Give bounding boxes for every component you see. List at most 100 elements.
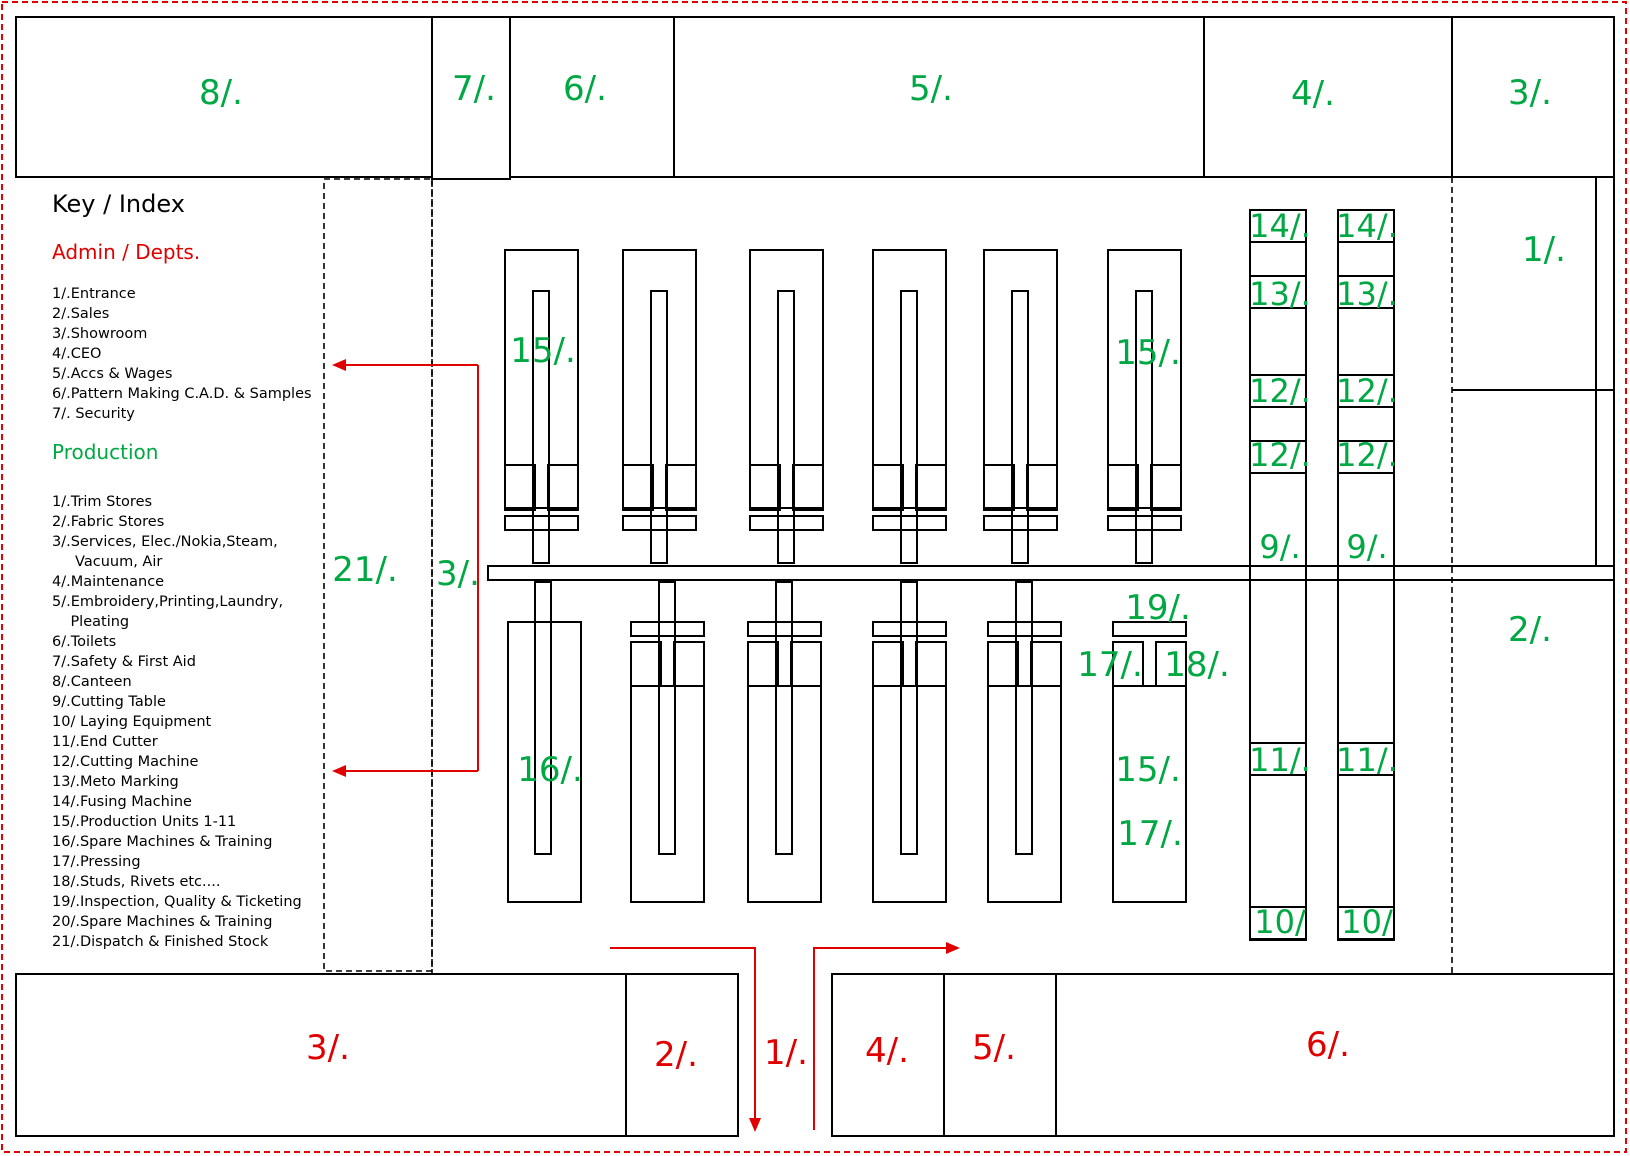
production-legend-item: 3/.Services, Elec./Nokia,Steam, Vacuum, … bbox=[52, 534, 278, 570]
right-room-label: 2/. bbox=[1508, 610, 1552, 650]
production-legend-item: 1/.Trim Stores bbox=[52, 494, 153, 510]
cutting-line-label: 12/. bbox=[1249, 372, 1311, 410]
arrow-head-right bbox=[946, 942, 960, 954]
top-room-label: 4/. bbox=[1291, 74, 1335, 114]
lower-production-unit bbox=[987, 581, 1062, 903]
admin-legend-item: 2/.Sales bbox=[52, 306, 110, 322]
production-legend-item: 11/.End Cutter bbox=[52, 734, 158, 750]
cutting-line-label: 11/. bbox=[1336, 741, 1398, 779]
cutting-station-box bbox=[1337, 742, 1395, 776]
cutting-line-label: 10/ bbox=[1341, 903, 1393, 941]
unit-label: 15/. bbox=[510, 331, 576, 371]
zone-label: 21/. bbox=[332, 550, 398, 590]
upper-production-unit bbox=[1107, 249, 1182, 564]
production-heading: Production bbox=[52, 440, 159, 464]
top-room-label: 7/. bbox=[452, 69, 496, 109]
bottom-room-label: 4/. bbox=[865, 1031, 909, 1071]
cutting-line-label: 10/ bbox=[1254, 903, 1306, 941]
top-room-label: 3/. bbox=[1508, 73, 1552, 113]
upper-production-unit bbox=[622, 249, 697, 564]
admin-legend-item: 4/.CEO bbox=[52, 346, 102, 362]
bottom-room-label: 6/. bbox=[1306, 1025, 1350, 1065]
unit-label: 17/. bbox=[1077, 645, 1143, 685]
bottom-room-label: 3/. bbox=[306, 1028, 350, 1068]
arrow-head-left-top bbox=[332, 359, 346, 371]
bottom-room-label: 5/. bbox=[972, 1028, 1016, 1068]
lower-unit-inspection bbox=[1112, 621, 1187, 903]
cutting-station-box bbox=[1249, 742, 1307, 776]
cutting-line-label: 14/. bbox=[1249, 207, 1311, 245]
production-legend-item: 19/.Inspection, Quality & Ticketing bbox=[52, 894, 302, 910]
admin-legend-item: 6/.Pattern Making C.A.D. & Samples bbox=[52, 386, 312, 402]
production-legend-item: 9/.Cutting Table bbox=[52, 694, 166, 710]
top-room-label: 5/. bbox=[909, 69, 953, 109]
legend-title: Key / Index bbox=[52, 190, 185, 218]
cutting-line-label: 9/. bbox=[1259, 528, 1300, 566]
bottom-room-label: 2/. bbox=[654, 1035, 698, 1075]
bottom-room-label: 1/. bbox=[764, 1033, 808, 1073]
unit-label: 16/. bbox=[517, 750, 583, 790]
cutting-station-box bbox=[1249, 275, 1307, 309]
cutting-station-box bbox=[1337, 440, 1395, 474]
cutting-line-label: 13/. bbox=[1249, 275, 1311, 313]
production-legend-item: 18/.Studs, Rivets etc.... bbox=[52, 874, 221, 890]
production-legend-item: 4/.Maintenance bbox=[52, 574, 165, 590]
production-legend-item: 14/.Fusing Machine bbox=[52, 794, 192, 810]
admin-legend-item: 7/. Security bbox=[52, 406, 135, 422]
cutting-station-box bbox=[1337, 906, 1395, 940]
cutting-station-box bbox=[1337, 209, 1395, 243]
bottom-room-2 bbox=[625, 973, 739, 1137]
production-legend-item: 8/.Canteen bbox=[52, 674, 132, 690]
unit-label: 15/. bbox=[1115, 750, 1181, 790]
admin-list: 1/.Entrance 2/.Sales 3/.Showroom 4/.CEO 5/.A… bbox=[52, 284, 322, 424]
production-legend-item: 15/.Production Units 1-11 bbox=[52, 814, 237, 830]
lower-production-unit bbox=[872, 581, 947, 903]
cutting-station-box bbox=[1337, 275, 1395, 309]
cutting-line-label: 13/. bbox=[1336, 275, 1398, 313]
production-legend-item: 20/.Spare Machines & Training bbox=[52, 914, 273, 930]
unit-label: 19/. bbox=[1125, 588, 1191, 628]
unit-label: 15/. bbox=[1115, 333, 1181, 373]
cutting-station-box bbox=[1249, 209, 1307, 243]
cutting-station-box bbox=[1249, 374, 1307, 408]
cutting-station-box bbox=[1249, 440, 1307, 474]
production-legend-item: 17/.Pressing bbox=[52, 854, 141, 870]
cutting-line-left bbox=[1249, 209, 1307, 941]
production-legend-item: 10/ Laying Equipment bbox=[52, 714, 212, 730]
admin-legend-item: 3/.Showroom bbox=[52, 326, 148, 342]
cutting-line-label: 14/. bbox=[1336, 207, 1398, 245]
cutting-line-label: 12/. bbox=[1336, 372, 1398, 410]
upper-production-unit bbox=[504, 249, 579, 564]
right-room-label: 1/. bbox=[1522, 230, 1566, 270]
cutting-station-box bbox=[1249, 906, 1307, 940]
arrow-head-down bbox=[749, 1118, 761, 1132]
admin-heading: Admin / Depts. bbox=[52, 240, 201, 264]
admin-legend-item: 1/.Entrance bbox=[52, 286, 136, 302]
production-legend-item: 16/.Spare Machines & Training bbox=[52, 834, 273, 850]
cutting-line-label: 9/. bbox=[1346, 528, 1387, 566]
top-room-label: 8/. bbox=[199, 73, 243, 113]
upper-production-unit bbox=[983, 249, 1058, 564]
top-room-label: 6/. bbox=[563, 69, 607, 109]
production-legend-item: 7/.Safety & First Aid bbox=[52, 654, 196, 670]
entrance-arrow-in bbox=[610, 947, 756, 1126]
cutting-line-label: 11/. bbox=[1249, 741, 1311, 779]
cutting-line-label: 12/. bbox=[1249, 436, 1311, 474]
upper-production-unit bbox=[749, 249, 824, 564]
zone-label: 3/. bbox=[436, 554, 480, 594]
production-legend-item: 5/.Embroidery,Printing,Laundry, Pleating bbox=[52, 594, 284, 630]
production-legend-item: 13/.Meto Marking bbox=[52, 774, 179, 790]
production-legend-item: 21/.Dispatch & Finished Stock bbox=[52, 934, 269, 950]
unit-label: 17/. bbox=[1117, 814, 1183, 854]
services-beam bbox=[487, 565, 1615, 581]
bottom-room-6 bbox=[1055, 973, 1615, 1137]
arrow-head-left-bottom bbox=[332, 765, 346, 777]
entrance-arrow-out bbox=[813, 947, 950, 1130]
lower-unit-spare bbox=[507, 581, 582, 903]
admin-legend-item: 5/.Accs & Wages bbox=[52, 366, 173, 382]
lower-production-unit bbox=[630, 581, 705, 903]
cutting-line-label: 12/. bbox=[1336, 436, 1398, 474]
